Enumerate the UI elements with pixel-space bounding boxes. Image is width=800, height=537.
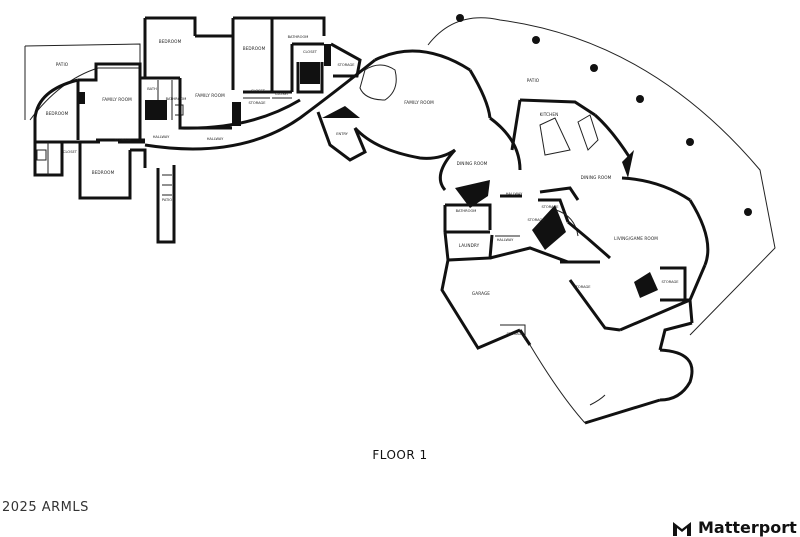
brand-name: Matterport xyxy=(698,518,797,537)
copyright-text: 2025 ARMLS xyxy=(2,500,89,515)
matterport-logo-icon xyxy=(673,521,691,536)
brand-logo: Matterport xyxy=(672,518,797,537)
floor-title: FLOOR 1 xyxy=(372,448,428,462)
